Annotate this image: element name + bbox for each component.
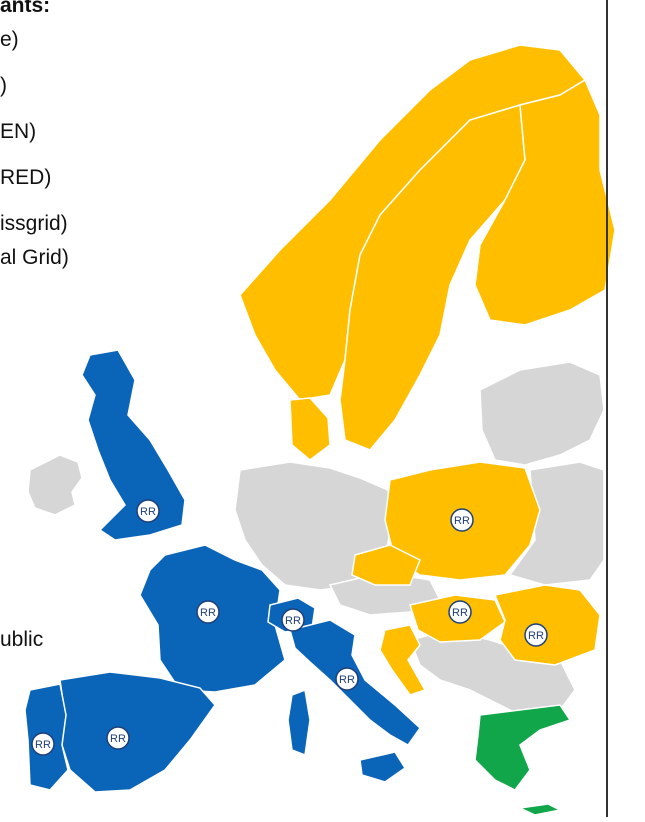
rr-marker-circle xyxy=(136,499,160,523)
country-croatia-slovenia xyxy=(379,624,427,696)
country-finland xyxy=(474,78,616,326)
country-ireland xyxy=(27,454,83,516)
right-divider-line xyxy=(606,0,608,817)
rr-marker-circle xyxy=(106,726,130,750)
rr-marker-label: RR xyxy=(110,733,126,745)
rr-marker-circle xyxy=(335,667,359,691)
legend-item-4: RED) xyxy=(0,166,52,189)
rr-marker-circle xyxy=(448,600,472,624)
legend-heading: ants: xyxy=(0,0,51,17)
rr-marker-circle xyxy=(450,508,474,532)
rr-marker-circle xyxy=(196,600,220,624)
rr-marker-label: RR xyxy=(454,515,470,527)
country-crete xyxy=(517,803,563,816)
country-great-britain xyxy=(81,349,186,541)
rr-marker: RR xyxy=(281,608,305,632)
rr-marker: RR xyxy=(136,499,160,523)
legend-item-6: al Grid) xyxy=(0,246,69,269)
green-countries xyxy=(474,704,572,816)
rr-marker-label: RR xyxy=(285,615,301,627)
country-greece xyxy=(474,704,572,791)
rr-marker-circle xyxy=(31,732,55,756)
country-sicily xyxy=(359,751,407,783)
rr-marker: RR xyxy=(335,667,359,691)
country-baltics xyxy=(479,361,605,466)
rr-marker-label: RR xyxy=(140,506,156,518)
rr-marker: RR xyxy=(450,508,474,532)
rr-marker-label: RR xyxy=(452,607,468,619)
country-denmark xyxy=(289,397,331,461)
country-spain xyxy=(59,671,216,793)
legend-item-2: ) xyxy=(0,74,7,97)
rr-marker-circle xyxy=(281,608,305,632)
yellow-countries xyxy=(239,44,616,696)
rr-marker: RR xyxy=(196,600,220,624)
legend-item-5: issgrid) xyxy=(0,212,68,235)
legend-item-1: e) xyxy=(0,28,19,51)
legend-public-text: ublic xyxy=(0,628,44,651)
rr-marker: RR xyxy=(31,732,55,756)
rr-marker-label: RR xyxy=(200,607,216,619)
rr-marker-circle xyxy=(524,623,548,647)
rr-markers: RR RR RR RR RR RR RR RR RR xyxy=(31,499,548,756)
rr-marker: RR xyxy=(524,623,548,647)
legend-item-3: EN) xyxy=(0,120,37,143)
country-romania xyxy=(493,584,601,666)
country-czechia xyxy=(351,544,421,586)
rr-marker-label: RR xyxy=(339,674,355,686)
rr-marker: RR xyxy=(448,600,472,624)
rr-marker-label: RR xyxy=(528,630,544,642)
country-sardinia xyxy=(287,688,311,757)
rr-marker-label: RR xyxy=(35,739,51,751)
rr-marker: RR xyxy=(106,726,130,750)
country-sweden xyxy=(339,104,526,451)
